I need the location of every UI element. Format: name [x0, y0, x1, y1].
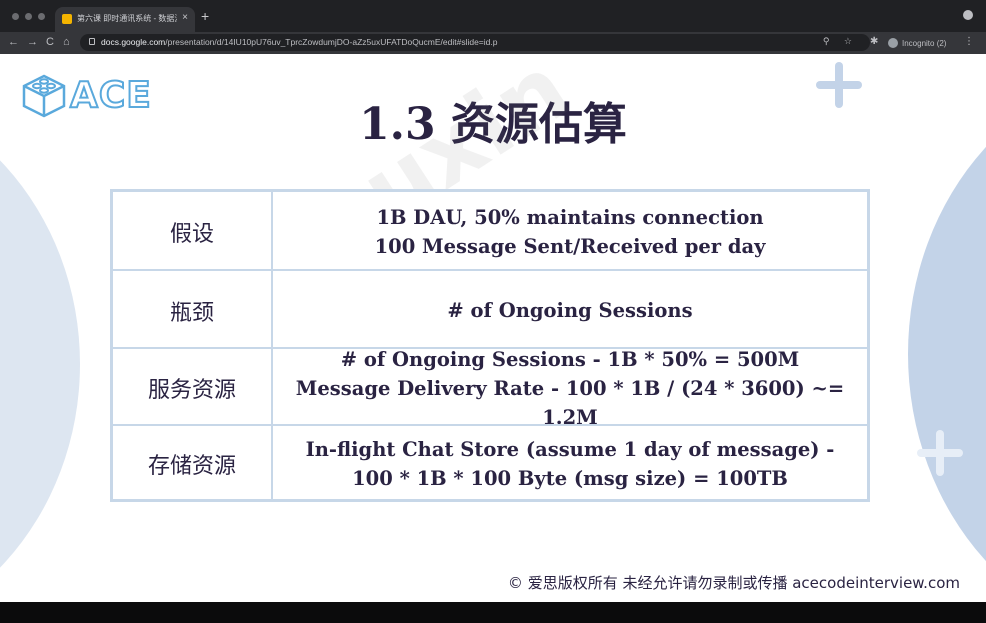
- back-button[interactable]: ←: [8, 36, 19, 48]
- home-button[interactable]: ⌂: [63, 36, 70, 48]
- browser-menu-icon[interactable]: ⋮: [964, 36, 974, 47]
- table-row: 假设 1B DAU, 50% maintains connection 100 …: [113, 192, 867, 271]
- window-zoom-button[interactable]: [38, 13, 45, 20]
- lock-icon: [89, 38, 95, 45]
- row-value: # of Ongoing Sessions: [273, 271, 867, 350]
- plus-decoration-icon: [917, 430, 963, 476]
- value-line: 100 Message Sent/Received per day: [374, 234, 766, 258]
- reload-button[interactable]: C: [46, 36, 54, 48]
- chrome-settings-icon[interactable]: [963, 10, 973, 20]
- tab-title: 第六课 即时通讯系统 - 数据流分析: [77, 14, 177, 23]
- value-line: Message Delivery Rate - 100 * 1B / (24 *…: [295, 376, 845, 429]
- row-label: 存储资源: [113, 426, 273, 501]
- row-label: 瓶颈: [113, 271, 273, 350]
- browser-toolbar: ← → C ⌂ docs.google.com/presentation/d/1…: [0, 32, 986, 54]
- extensions-icon[interactable]: ✱: [870, 36, 879, 47]
- logo-text: ACE: [69, 75, 152, 117]
- url-path: /presentation/d/14IU10pU76uv_TprcZowdumj…: [165, 37, 498, 47]
- value-line: # of Ongoing Sessions - 1B * 50% = 500M: [340, 347, 800, 371]
- browser-tab-active[interactable]: 第六课 即时通讯系统 - 数据流分析 ×: [55, 7, 195, 32]
- value-line: 1B DAU, 50% maintains connection: [376, 205, 764, 229]
- address-bar[interactable]: docs.google.com/presentation/d/14IU10pU7…: [80, 34, 870, 51]
- table-row: 存储资源 In-flight Chat Store (assume 1 day …: [113, 424, 867, 501]
- value-line: In-flight Chat Store (assume 1 day of me…: [305, 437, 835, 461]
- forward-button[interactable]: →: [27, 36, 38, 48]
- value-line: # of Ongoing Sessions: [447, 299, 693, 322]
- incognito-label[interactable]: Incognito (2): [902, 39, 947, 48]
- bottom-bar: [0, 602, 986, 623]
- new-tab-button[interactable]: +: [201, 8, 210, 24]
- browser-tab-bar: 第六课 即时通讯系统 - 数据流分析 × +: [0, 0, 986, 32]
- table-row: 服务资源 # of Ongoing Sessions - 1B * 50% = …: [113, 347, 867, 429]
- url-host: docs.google.com: [101, 37, 166, 47]
- presentation-slide: ACE 1.3 资源估算 huyouxin 假设 1B DAU, 50% mai…: [0, 54, 986, 602]
- window-minimize-button[interactable]: [25, 13, 32, 20]
- estimation-table: 假设 1B DAU, 50% maintains connection 100 …: [110, 189, 870, 502]
- decorative-arc-left: [0, 84, 80, 602]
- window-close-button[interactable]: [12, 13, 19, 20]
- row-value: In-flight Chat Store (assume 1 day of me…: [273, 426, 867, 501]
- incognito-icon[interactable]: [888, 38, 898, 48]
- plus-decoration-icon: [816, 62, 862, 108]
- row-label: 服务资源: [113, 349, 273, 427]
- slides-favicon-icon: [62, 14, 72, 24]
- slide-title: 1.3 资源估算: [359, 99, 627, 150]
- lego-brick-icon: [22, 74, 66, 118]
- url-text: docs.google.com/presentation/d/14IU10pU7…: [101, 37, 497, 47]
- zoom-bookmark-icons[interactable]: ⚲ ☆: [822, 36, 858, 46]
- table-row: 瓶颈 # of Ongoing Sessions: [113, 269, 867, 350]
- tab-close-icon[interactable]: ×: [182, 12, 188, 23]
- row-value: 1B DAU, 50% maintains connection 100 Mes…: [273, 192, 867, 271]
- row-label: 假设: [113, 192, 273, 271]
- value-line: 100 * 1B * 100 Byte (msg size) = 100TB: [352, 466, 788, 490]
- copyright-footer: © 爱思版权所有 未经允许请勿录制或传播 acecodeinterview.co…: [507, 574, 960, 592]
- row-value: # of Ongoing Sessions - 1B * 50% = 500M …: [273, 348, 867, 429]
